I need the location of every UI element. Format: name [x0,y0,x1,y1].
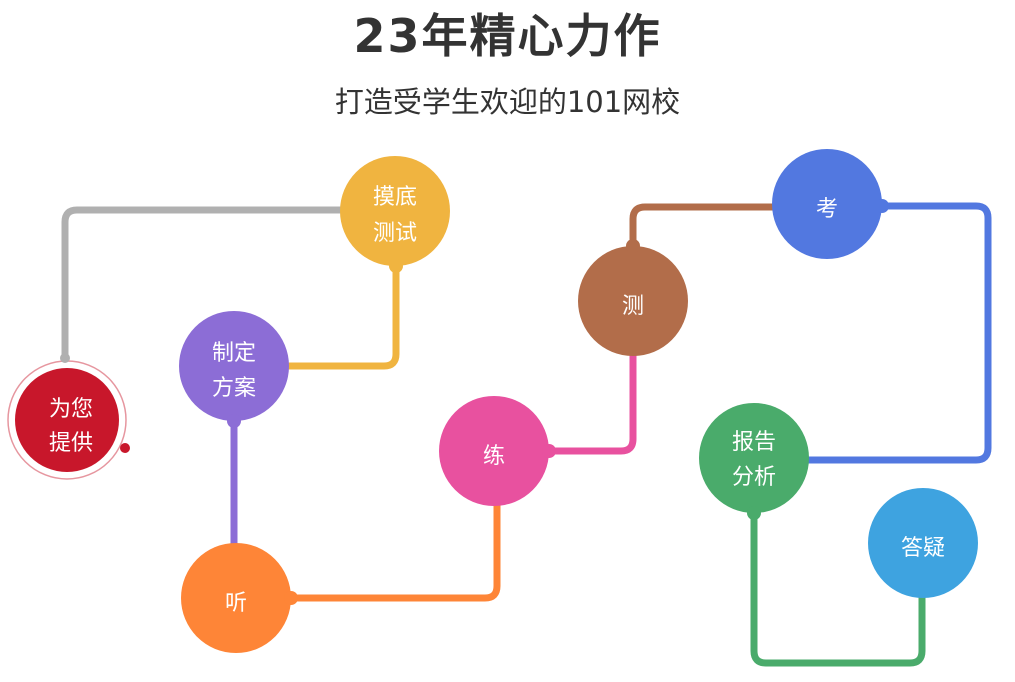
node-start-pin [60,353,70,363]
node-plan-pin [227,414,241,428]
node-qa-circle [868,488,978,598]
node-qa: 答疑 [868,488,978,598]
node-test-pin [626,239,640,253]
connector-mock-test-to-plan [283,261,400,370]
node-start-label-1: 为您 [49,397,93,422]
node-test-circle [578,246,688,356]
node-test-label: 测 [622,294,644,319]
node-plan-circle [179,311,289,421]
node-start-dot [120,443,130,453]
node-listen-circle [181,543,291,653]
node-exam: 考 [772,149,889,259]
connector-start-to-mock-test [61,206,349,362]
node-start-label-2: 提供 [49,431,93,456]
connector-report-to-qa [750,501,926,667]
page-title: 23年精心力作 [353,9,662,63]
node-listen: 听 [181,543,298,653]
node-report-pin [747,506,761,520]
node-mock-test-label-1: 摸底 [373,185,417,210]
node-plan-label-2: 方案 [212,376,256,401]
node-report-circle [699,403,809,513]
connector-listen-to-practice [286,501,501,602]
node-start: 为您 提供 [7,353,130,480]
connector-practice-to-test [544,348,637,455]
node-mock-test-label-2: 测试 [373,221,417,246]
node-mock-test-pin [389,259,403,273]
node-test: 测 [578,239,688,356]
node-practice-circle [439,396,549,506]
node-qa-label: 答疑 [901,536,945,561]
node-practice-pin [542,444,556,458]
node-plan-label-1: 制定 [212,341,256,366]
node-mock-test-circle [340,156,450,266]
node-exam-pin [875,199,889,213]
node-practice: 练 [439,396,556,506]
node-exam-label: 考 [816,197,838,222]
node-listen-pin [284,591,298,605]
node-exam-circle [772,149,882,259]
page-subtitle: 打造受学生欢迎的101网校 [334,85,681,119]
connector-test-to-exam [629,203,780,252]
node-report-label-2: 分析 [732,465,776,490]
node-practice-label: 练 [483,444,505,469]
node-mock-test: 摸底 测试 [340,156,450,273]
node-report-label-1: 报告 [732,430,776,455]
node-report: 报告 分析 [699,403,809,520]
node-plan: 制定 方案 [179,311,289,428]
node-start-circle [15,368,119,472]
node-listen-label: 听 [225,591,247,616]
connector-exam-to-report [801,202,992,464]
